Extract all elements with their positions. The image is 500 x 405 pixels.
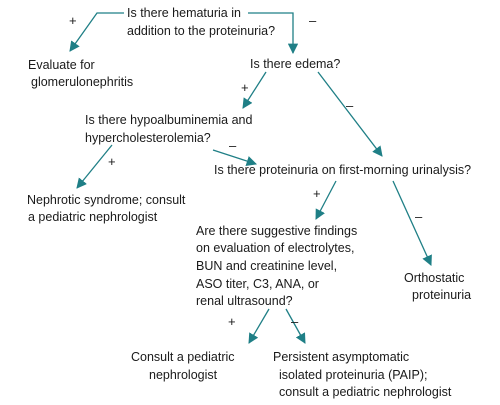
sign-suggestive-no: – bbox=[291, 314, 299, 329]
node-hypoalbuminemia-line1: Is there hypoalbuminemia and bbox=[85, 113, 253, 127]
sign-edema-no: – bbox=[346, 98, 354, 113]
node-orthostatic-proteinuria: Orthostatic proteinuria bbox=[404, 271, 471, 302]
arrows bbox=[69, 12, 432, 344]
arrow-suggestive-no bbox=[285, 308, 306, 344]
node-edema-question: Is there edema? bbox=[250, 57, 340, 71]
node-suggestive-line5: renal ultrasound? bbox=[196, 294, 293, 308]
node-nephrotic-line1: Nephrotic syndrome; consult bbox=[27, 193, 186, 207]
node-hematuria-line2: addition to the proteinuria? bbox=[127, 24, 275, 38]
node-first-morning-question: Is there proteinuria on first-morning ur… bbox=[214, 163, 471, 177]
node-paip-line2: isolated proteinuria (PAIP); bbox=[279, 368, 427, 382]
arrow-hematuria-yes bbox=[69, 12, 124, 52]
node-orthostatic-line1: Orthostatic bbox=[404, 271, 464, 285]
node-consult-line1: Consult a pediatric bbox=[131, 350, 235, 364]
sign-first-morning-no: – bbox=[415, 209, 423, 224]
sign-hypo-yes: + bbox=[108, 154, 116, 169]
sign-edema-yes: + bbox=[241, 80, 249, 95]
node-edema-line1: Is there edema? bbox=[250, 57, 340, 71]
node-consult-nephrologist: Consult a pediatric nephrologist bbox=[131, 350, 238, 382]
node-first-morning-line1: Is there proteinuria on first-morning ur… bbox=[214, 163, 471, 177]
node-suggestive-line2: on evaluation of electrolytes, bbox=[196, 241, 354, 255]
node-hematuria-line1: Is there hematuria in bbox=[127, 6, 241, 20]
node-glomerulonephritis-line2: glomerulonephritis bbox=[31, 75, 133, 89]
node-glomerulonephritis: Evaluate for glomerulonephritis bbox=[28, 58, 133, 89]
arrow-hypo-no bbox=[212, 149, 257, 167]
arrow-first-morning-yes bbox=[315, 180, 337, 220]
sign-first-morning-yes: + bbox=[313, 186, 321, 201]
node-consult-line2: nephrologist bbox=[149, 368, 218, 382]
node-paip-line3: consult a pediatric nephrologist bbox=[279, 385, 452, 399]
sign-hypo-no: – bbox=[229, 138, 237, 153]
node-hematuria-question: Is there hematuria in addition to the pr… bbox=[127, 6, 275, 38]
node-nephrotic-line2: a pediatric nephrologist bbox=[28, 210, 158, 224]
node-suggestive-findings-question: Are there suggestive findings on evaluat… bbox=[196, 224, 361, 308]
node-glomerulonephritis-line1: Evaluate for bbox=[28, 58, 95, 72]
sign-hematuria-yes: + bbox=[69, 13, 77, 28]
arrow-first-morning-no bbox=[392, 180, 432, 266]
node-hypoalbuminemia-line2: hypercholesterolemia? bbox=[85, 131, 211, 145]
arrow-suggestive-yes bbox=[248, 308, 270, 344]
arrow-edema-no bbox=[317, 71, 383, 157]
arrow-hematuria-no bbox=[248, 12, 299, 55]
sign-hematuria-no: – bbox=[309, 13, 317, 28]
node-suggestive-line3: BUN and creatinine level, bbox=[196, 259, 337, 273]
arrow-hypo-yes bbox=[76, 144, 113, 189]
node-orthostatic-line2: proteinuria bbox=[412, 288, 471, 302]
node-suggestive-line1: Are there suggestive findings bbox=[196, 224, 357, 238]
node-paip: Persistent asymptomatic isolated protein… bbox=[273, 350, 452, 399]
node-hypoalbuminemia-question: Is there hypoalbuminemia and hypercholes… bbox=[85, 113, 256, 145]
branch-signs: + – + – + – + – + – bbox=[69, 13, 423, 329]
node-suggestive-line4: ASO titer, C3, ANA, or bbox=[196, 277, 319, 291]
node-paip-line1: Persistent asymptomatic bbox=[273, 350, 409, 364]
node-nephrotic-syndrome: Nephrotic syndrome; consult a pediatric … bbox=[27, 193, 189, 224]
sign-suggestive-yes: + bbox=[228, 314, 236, 329]
arrow-edema-yes bbox=[242, 71, 267, 109]
